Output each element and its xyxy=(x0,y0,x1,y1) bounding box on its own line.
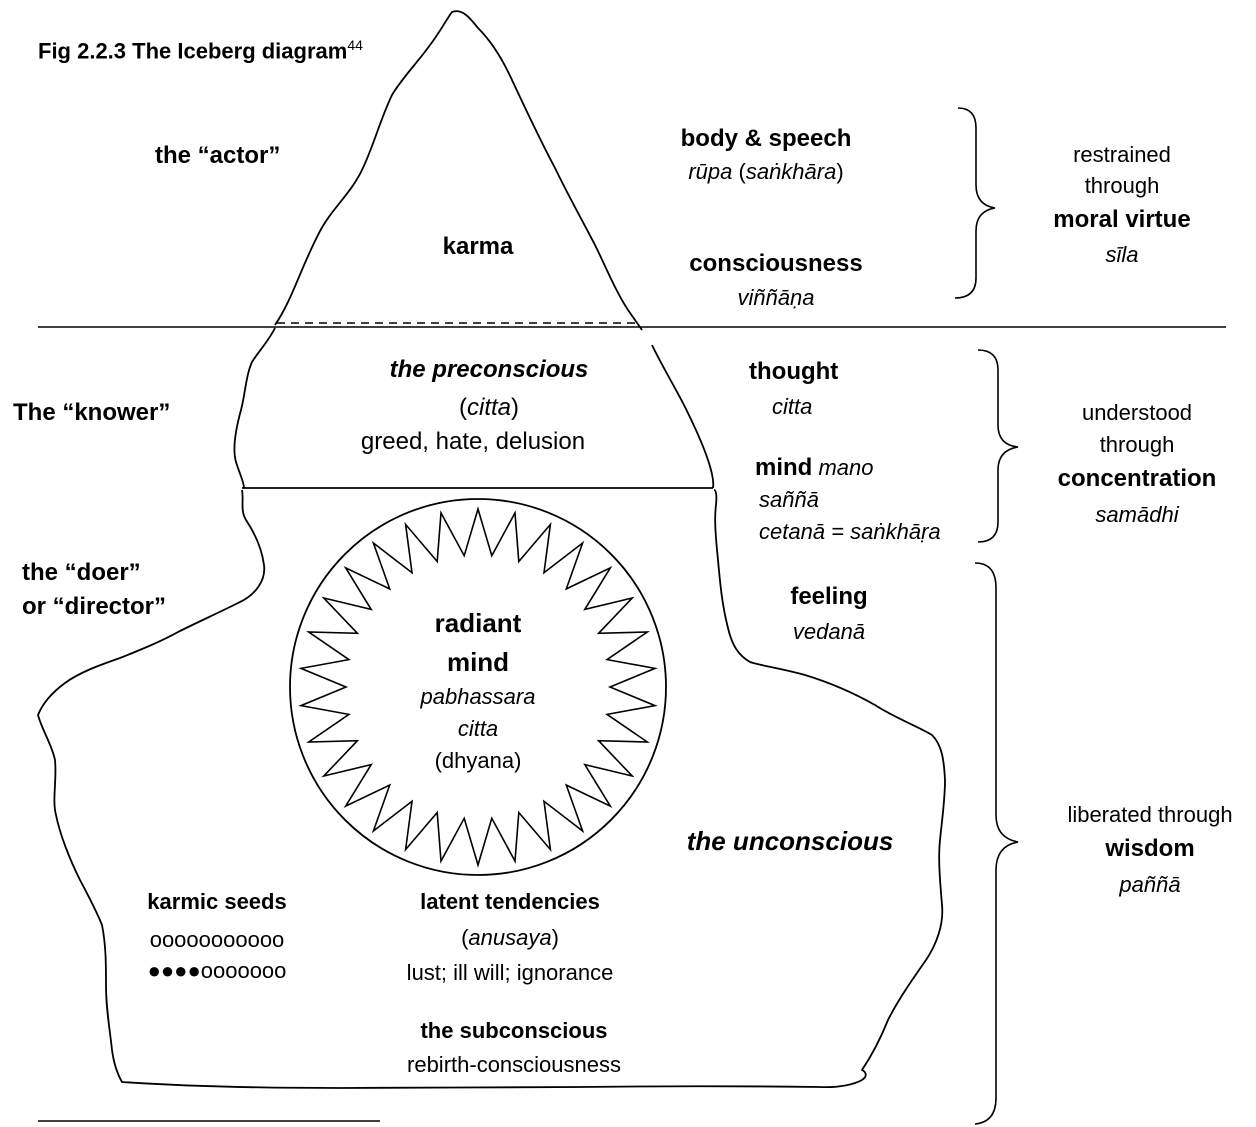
paren-close: ) xyxy=(511,394,520,421)
label-pabhassara: pabhassara xyxy=(420,684,536,709)
label-preconscious: the preconscious xyxy=(389,356,589,383)
label-rebirth-consciousness: rebirth-consciousness xyxy=(407,1052,621,1077)
pali-anusaya: anusaya xyxy=(468,925,552,950)
pali-rupa: rūpa xyxy=(688,159,733,184)
brace-moral-virtue xyxy=(954,107,996,299)
label-dhyana: (dhyana) xyxy=(434,748,522,773)
label-radiant-citta: citta xyxy=(457,716,499,741)
radiant-mind-circle xyxy=(289,498,667,876)
seeds-row-2: ●●●●ooooooo xyxy=(148,960,287,982)
label-cetana: cetanā = saṅkhāṛa xyxy=(759,519,941,544)
label-wisdom: wisdom xyxy=(1105,835,1195,862)
label-through-2: through xyxy=(1099,432,1175,457)
label-karmic-seeds: karmic seeds xyxy=(147,889,287,914)
label-moral-virtue: moral virtue xyxy=(1053,206,1191,233)
label-consciousness: consciousness xyxy=(689,250,863,277)
seeds-row-1: ooooooooooo xyxy=(149,927,285,952)
preconscious-band-outline xyxy=(233,327,276,489)
label-understood: understood xyxy=(1081,400,1193,425)
label-mind: mind xyxy=(755,454,813,481)
iceberg-tip-outline xyxy=(274,10,643,331)
label-subconscious: the subconscious xyxy=(420,1018,608,1043)
label-feeling: feeling xyxy=(790,583,868,610)
pali-citta: citta xyxy=(466,394,512,421)
label-body-speech: body & speech xyxy=(680,125,852,152)
paren-close: ) xyxy=(836,159,844,184)
label-karma: karma xyxy=(442,233,514,260)
label-actor: the “actor” xyxy=(155,142,281,169)
seeds-filled: ●●●● xyxy=(147,958,201,983)
label-sila: sīla xyxy=(1105,242,1139,267)
iceberg-body-outline xyxy=(37,489,946,1089)
preconscious-band-outline-right xyxy=(651,344,715,489)
label-anusaya: (anusaya) xyxy=(461,927,559,949)
pali-mano: mano xyxy=(818,455,874,480)
label-doer-line1: the “doer” xyxy=(22,559,141,586)
paren-open: ( xyxy=(732,159,746,184)
label-sanna: saññā xyxy=(759,487,819,512)
label-samadhi: samādhi xyxy=(1095,502,1179,527)
label-liberated-through: liberated through xyxy=(1067,802,1233,827)
label-greed-hate-delusion: greed, hate, delusion xyxy=(360,428,586,455)
seeds-empty: ooooooo xyxy=(200,958,287,983)
paren-close: ) xyxy=(551,925,559,950)
brace-concentration xyxy=(977,349,1019,543)
label-mind: mind xyxy=(446,647,510,677)
label-preconscious-pali: (citta) xyxy=(459,396,519,420)
label-panna: paññā xyxy=(1119,872,1181,897)
label-thought-citta: citta xyxy=(772,394,813,419)
label-through-1: through xyxy=(1084,173,1160,198)
footnote-ref: 44 xyxy=(347,37,363,53)
label-thought: thought xyxy=(749,358,839,385)
label-vedana: vedanā xyxy=(792,619,866,644)
brace-wisdom xyxy=(974,562,1019,1125)
label-knower: The “knower” xyxy=(13,399,171,426)
label-restrained: restrained xyxy=(1073,142,1171,167)
label-concentration: concentration xyxy=(1057,465,1217,492)
figure-title-text: Fig 2.2.3 The Iceberg diagram xyxy=(38,38,348,64)
label-mind-mano: mind mano xyxy=(755,456,874,480)
label-rupa-sankhara: rūpa (saṅkhāra) xyxy=(688,161,843,183)
label-doer-line2: or “director” xyxy=(22,593,167,620)
label-unconscious: the unconscious xyxy=(686,826,894,856)
pali-sankhara: saṅkhāra xyxy=(745,159,837,184)
radiant-mind-sunburst xyxy=(298,506,658,868)
label-latent-list: lust; ill will; ignorance xyxy=(406,960,614,985)
paren-open: ( xyxy=(461,925,469,950)
label-vinnana: viññāṇa xyxy=(737,285,815,310)
paren-open: ( xyxy=(458,394,467,421)
label-radiant: radiant xyxy=(434,608,522,638)
figure-title: Fig 2.2.3 The Iceberg diagram44 xyxy=(38,38,363,62)
label-latent-tendencies: latent tendencies xyxy=(420,889,600,914)
